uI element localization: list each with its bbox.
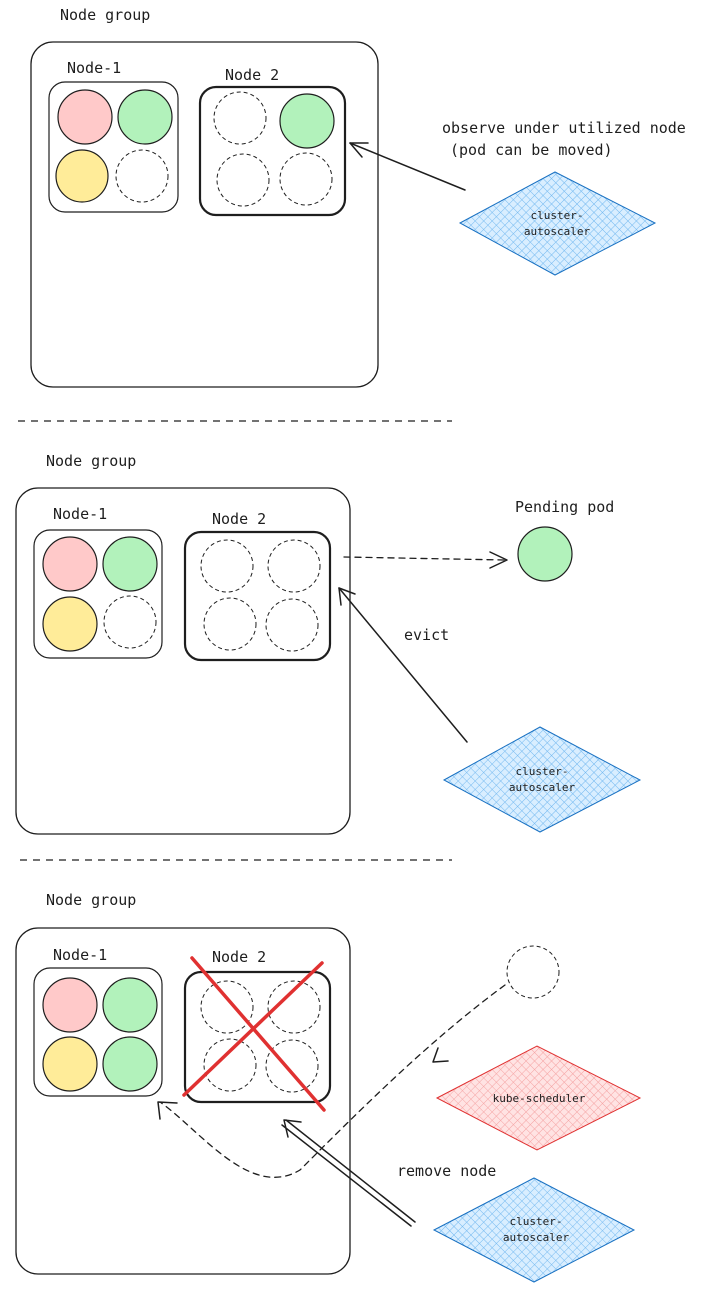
pod-slot-empty — [213, 91, 267, 145]
pod-yellow — [42, 596, 98, 652]
node2-box — [183, 530, 332, 662]
pending-pod-label: Pending pod — [515, 498, 614, 516]
pod-slot-empty — [506, 945, 560, 999]
reschedule-mid-arrowhead — [432, 1047, 449, 1063]
node1-label: Node-1 — [67, 59, 121, 77]
panel-remove: Node group Node-1 Node 2 kube-scheduler … — [15, 891, 642, 1283]
pod-slot-empty — [267, 980, 321, 1034]
cluster-autoscaler-diamond — [458, 171, 657, 276]
cluster-autoscaler-diamond — [442, 726, 642, 833]
node2-label: Node 2 — [212, 510, 266, 528]
remove-cross-stroke — [182, 961, 324, 1097]
pod-slot-empty — [103, 595, 157, 649]
pending-arrowhead — [489, 551, 508, 569]
pod-slot-empty — [115, 149, 169, 203]
pod-green — [102, 1036, 158, 1092]
node-group-box — [15, 487, 351, 835]
pod-yellow — [55, 149, 109, 203]
kube-scheduler-label: kube-scheduler — [493, 1092, 586, 1105]
node-group-label: Node group — [60, 6, 150, 24]
pod-slot-empty — [200, 539, 254, 593]
pod-slot-empty — [265, 598, 319, 652]
remove-cross-stroke — [190, 956, 326, 1112]
node2-box — [198, 85, 347, 217]
node1-box — [48, 81, 179, 213]
remove-arrow — [285, 1119, 416, 1223]
reschedule-arrow — [159, 984, 506, 1178]
evict-arrowhead — [338, 587, 356, 606]
node-group-box — [15, 927, 351, 1275]
cluster-autoscaler-label: autoscaler — [509, 781, 576, 794]
pod-slot-empty — [203, 597, 257, 651]
pod-red — [57, 89, 113, 145]
observe-arrowhead — [349, 142, 369, 158]
node-group-label: Node group — [46, 452, 136, 470]
node1-box — [33, 967, 163, 1097]
remove-arrowhead — [283, 1119, 302, 1138]
evict-arrow — [338, 587, 468, 743]
pod-slot-empty — [216, 153, 270, 207]
kube-scheduler-diamond — [435, 1045, 642, 1151]
observe-arrow — [349, 142, 466, 191]
observe-annotation-sub: (pod can be moved) — [450, 141, 613, 159]
pod-slot-empty — [279, 152, 333, 206]
panel-observe: Node group Node-1 Node 2 observe under u… — [30, 6, 686, 388]
observe-annotation: observe under utilized node — [442, 119, 686, 137]
cluster-autoscaler-label: cluster- — [510, 1215, 563, 1228]
cluster-autoscaler-label: cluster- — [531, 209, 584, 222]
pod-green — [102, 536, 158, 592]
pod-slot-empty — [265, 1039, 319, 1093]
cluster-autoscaler-diamond — [432, 1177, 636, 1283]
node-group-label: Node group — [46, 891, 136, 909]
pod-red — [42, 977, 98, 1033]
panel-evict: Node group Node-1 Node 2 Pending pod evi… — [15, 452, 642, 835]
node1-label: Node-1 — [53, 946, 107, 964]
cluster-autoscaler-label: autoscaler — [503, 1231, 570, 1244]
pod-slot-empty — [203, 1038, 257, 1092]
pod-green — [279, 93, 335, 149]
pod-slot-empty — [267, 539, 321, 593]
pod-slot-empty — [200, 980, 254, 1034]
pod-green — [117, 89, 173, 145]
node2-label: Node 2 — [225, 66, 279, 84]
remove-arrow-second-stroke — [281, 1124, 412, 1227]
pod-red — [42, 536, 98, 592]
node2-box — [183, 970, 332, 1104]
pending-arrow — [343, 556, 506, 561]
node2-label: Node 2 — [212, 948, 266, 966]
evict-label: evict — [404, 626, 449, 644]
node1-label: Node-1 — [53, 505, 107, 523]
pod-green — [102, 977, 158, 1033]
node1-box — [33, 529, 163, 659]
reschedule-arrowhead — [157, 1101, 178, 1120]
cluster-autoscaler-label: cluster- — [516, 765, 569, 778]
cluster-autoscaler-label: autoscaler — [524, 225, 591, 238]
remove-node-label: remove node — [397, 1162, 496, 1180]
node-group-box — [30, 41, 379, 388]
pod-yellow — [42, 1036, 98, 1092]
pending-pod — [517, 526, 573, 582]
